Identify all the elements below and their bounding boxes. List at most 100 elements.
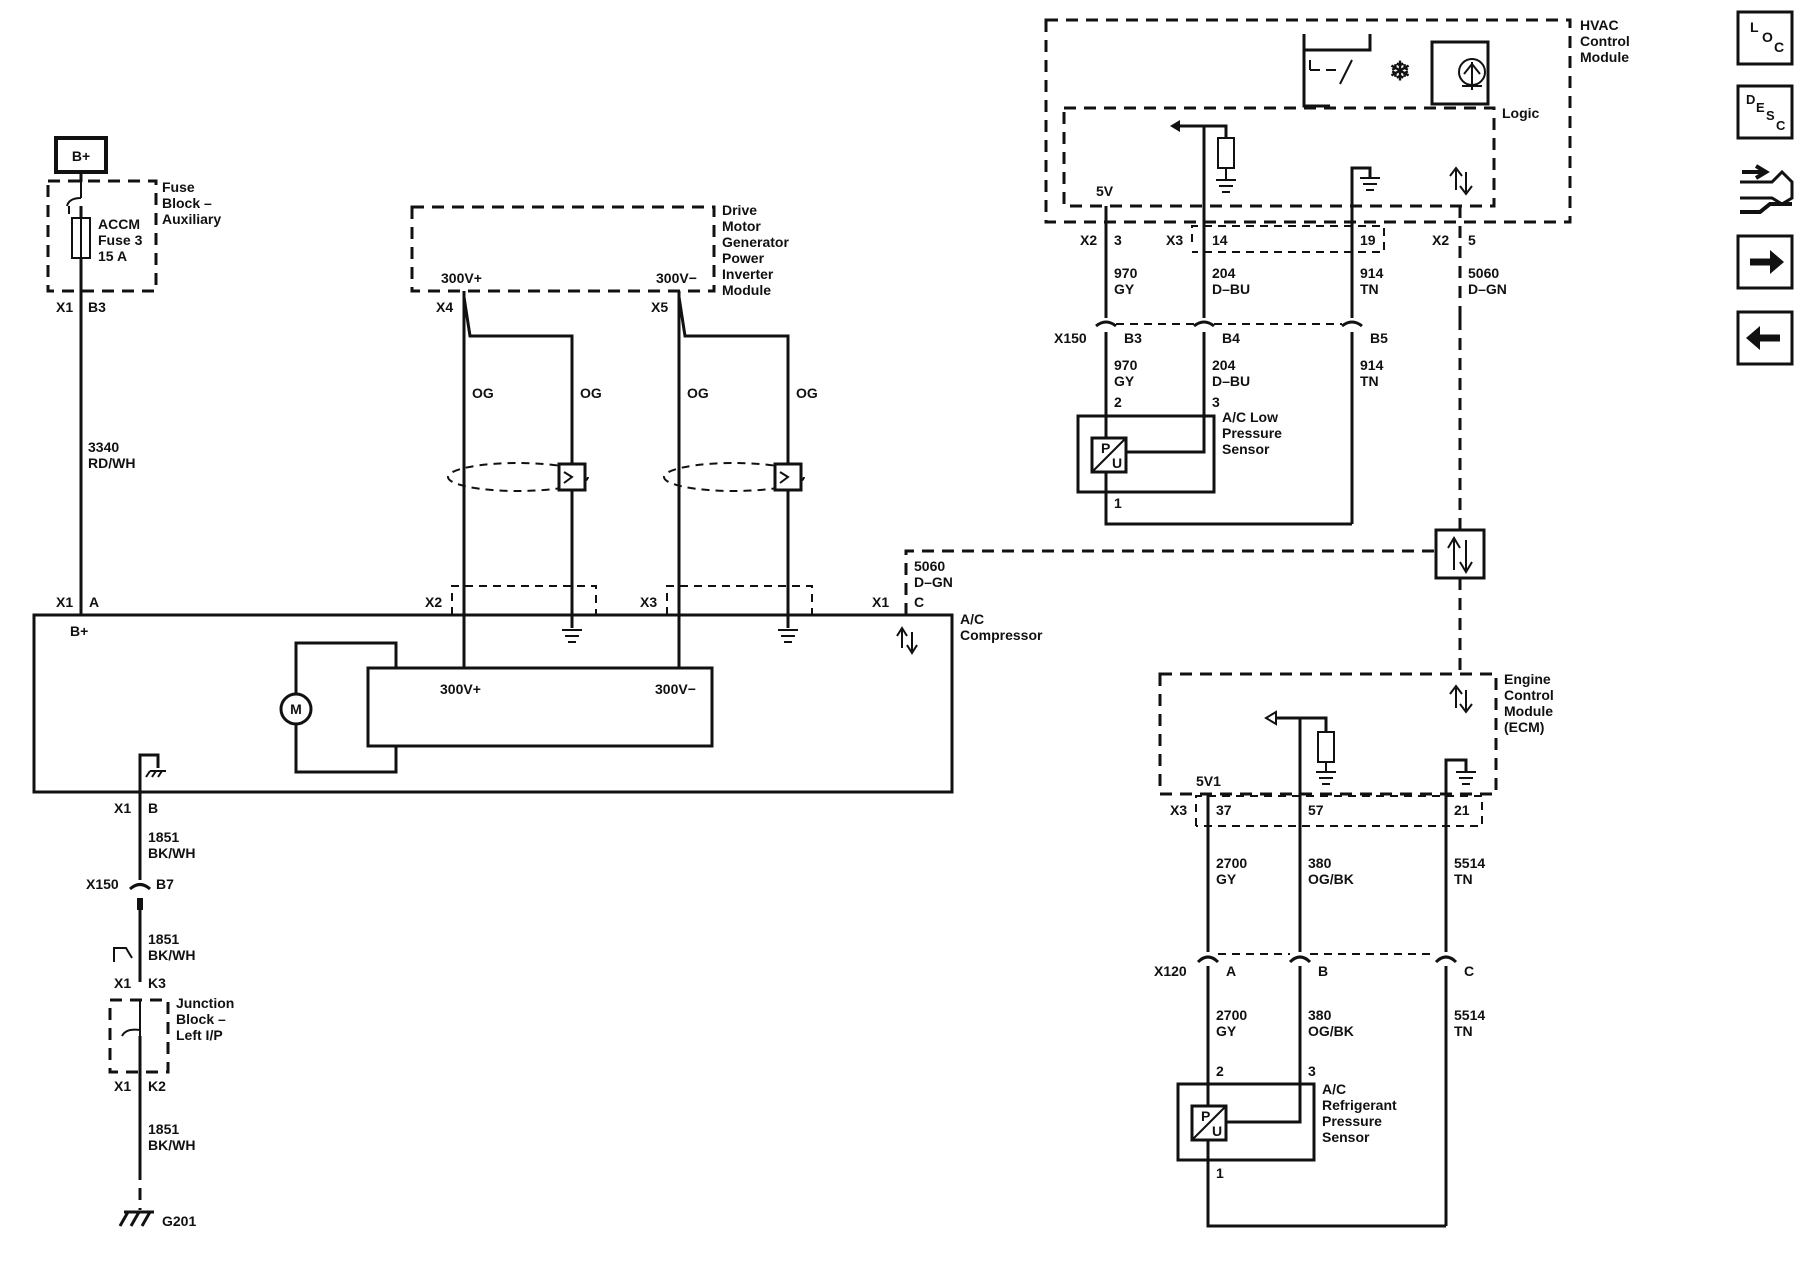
ecm-label-4: (ECM): [1504, 719, 1544, 735]
pin-3-refrig: 3: [1308, 1063, 1316, 1079]
switch-icon: [1302, 34, 1372, 108]
desc-button[interactable]: D E S C: [1736, 84, 1794, 140]
previous-arrow-icon[interactable]: [1736, 310, 1794, 366]
engine-control-module: [1158, 672, 1498, 796]
conn-x4: X4: [436, 299, 453, 315]
wire-og-2: OG: [580, 385, 602, 401]
pin-19-hvac: 19: [1360, 232, 1376, 248]
wire-2700-num-2: 2700: [1216, 1007, 1247, 1023]
pin-k2: K2: [148, 1078, 166, 1094]
wire-380-num-2: 380: [1308, 1007, 1332, 1023]
loc-button[interactable]: L O C: [1736, 10, 1794, 66]
inverter-module: [410, 205, 716, 293]
conn-x1-fuse: X1: [56, 299, 73, 315]
wire-5060-color-hvac: D–GN: [1468, 281, 1507, 297]
wire-2700-num-1: 2700: [1216, 855, 1247, 871]
fuse-block-auxiliary: [46, 179, 158, 293]
pin-c-x120: C: [1464, 963, 1474, 979]
loc-letter-c: C: [1774, 39, 1784, 55]
wire-5514-color-2: TN: [1454, 1023, 1473, 1039]
conn-x3-hvac: X3: [1166, 232, 1183, 248]
ecm-5v1-label: 5V1: [1196, 773, 1221, 789]
pin-2-refrig: 2: [1216, 1063, 1224, 1079]
wire-1851-num-3: 1851: [148, 1121, 179, 1137]
wire-204-color-1: D–BU: [1212, 281, 1250, 297]
wire-970-color-1: GY: [1114, 281, 1135, 297]
pin-b4-x150: B4: [1222, 330, 1240, 346]
ecm-label-3: Module: [1504, 703, 1553, 719]
inverter-300v-plus: 300V+: [441, 270, 482, 286]
fuse-label-1: ACCM: [98, 216, 140, 232]
compressor-label-1: A/C: [960, 611, 984, 627]
conn-x150-b7: X150: [86, 876, 119, 892]
pin-a: A: [89, 594, 99, 610]
pin-1-low: 1: [1114, 495, 1122, 511]
wire-5060-num-hvac: 5060: [1468, 265, 1499, 281]
cable-shield-2: [663, 462, 805, 492]
junction-label-3: Left I/P: [176, 1027, 223, 1043]
serial-data-gateway: [1434, 528, 1486, 580]
inverter-label-6: Module: [722, 282, 771, 298]
wire-2700-color-2: GY: [1216, 1023, 1237, 1039]
hvac-label-3: Module: [1580, 49, 1629, 65]
conn-x3-comp: X3: [640, 594, 657, 610]
next-arrow-icon[interactable]: [1736, 234, 1794, 290]
pin-21: 21: [1454, 802, 1470, 818]
conn-x2-comp: X2: [425, 594, 442, 610]
wire-970-num-2: 970: [1114, 357, 1138, 373]
compressor-bplus: B+: [70, 623, 88, 639]
snowflake-icon: ❄: [1389, 56, 1411, 86]
pin-b-x120: B: [1318, 963, 1328, 979]
pin-3-low: 3: [1212, 394, 1220, 410]
pin-57: 57: [1308, 802, 1324, 818]
wire-5514-num-1: 5514: [1454, 855, 1485, 871]
hvac-5v-label: 5V: [1096, 183, 1114, 199]
inverter-label-2: Motor: [722, 218, 761, 234]
cable-shield-1: [447, 462, 589, 492]
pin-b: B: [148, 800, 158, 816]
wire-204-num-2: 204: [1212, 357, 1236, 373]
hvac-label-2: Control: [1580, 33, 1630, 49]
pin-k3: K3: [148, 975, 166, 991]
ground-label: G201: [162, 1213, 196, 1229]
low-sensor-u: U: [1112, 455, 1122, 471]
wire-914-color-1: TN: [1360, 281, 1379, 297]
pin-b7: B7: [156, 876, 174, 892]
ecm-pullup-resistor: [1317, 731, 1335, 763]
wire-og-1: OG: [472, 385, 494, 401]
connector-icon[interactable]: [1740, 164, 1794, 214]
desc-letter-c: C: [1776, 118, 1786, 133]
wire-1851-color-1: BK/WH: [148, 845, 195, 861]
pin-5-hvac: 5: [1468, 232, 1476, 248]
hvac-label-1: HVAC: [1580, 17, 1619, 33]
fuse-block-label-1: Fuse: [162, 179, 195, 195]
pin-c: C: [914, 594, 924, 610]
loc-letter-o: O: [1762, 29, 1773, 45]
wire-og-4: OG: [796, 385, 818, 401]
svg-text:Engine Control Module: Engine Control Module (ECM): [1504, 671, 1558, 735]
inverter-block: [366, 666, 714, 748]
wire-1851-color-2: BK/WH: [148, 947, 195, 963]
low-sensor-label-2: Pressure: [1222, 425, 1282, 441]
ac-refrigerant-pressure-sensor: [1176, 1082, 1316, 1162]
motor-icon: [279, 692, 313, 726]
conn-x5: X5: [651, 299, 668, 315]
conn-x1-c: X1: [872, 594, 889, 610]
wire-914-num-1: 914: [1360, 265, 1384, 281]
wire-3340-num: 3340: [88, 439, 119, 455]
pin-37: 37: [1216, 802, 1232, 818]
low-sensor-label-1: A/C Low: [1222, 409, 1278, 425]
low-sensor-label-3: Sensor: [1222, 441, 1270, 457]
bplus-label: B+: [72, 148, 90, 164]
fuse-label-3: 15 A: [98, 248, 127, 264]
inverter-label-4: Power: [722, 250, 765, 266]
pin-3-hvac: 3: [1114, 232, 1122, 248]
wire-204-color-2: D–BU: [1212, 373, 1250, 389]
fuse-label-2: Fuse 3: [98, 232, 143, 248]
